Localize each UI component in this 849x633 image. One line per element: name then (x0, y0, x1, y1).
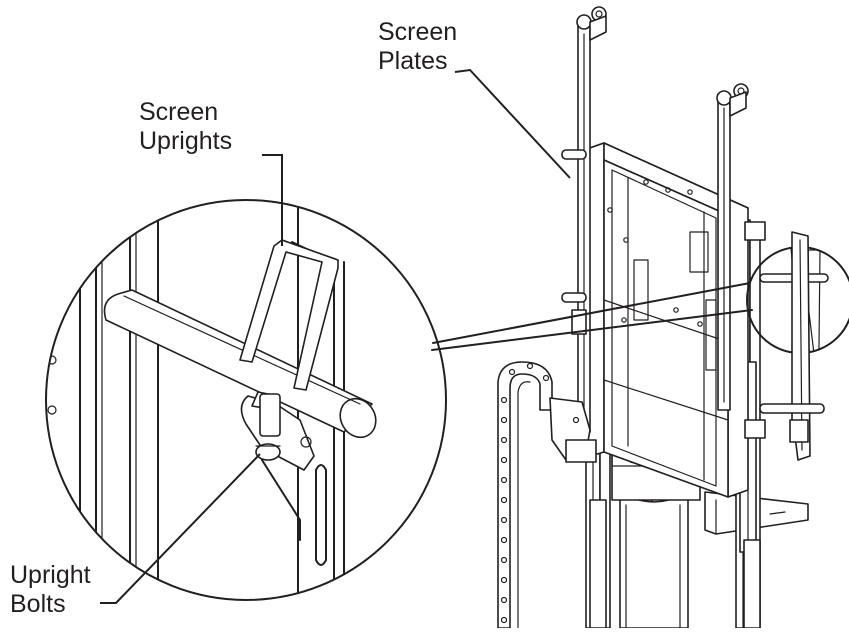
side-bracket (759, 231, 825, 461)
label-screen-uprights-line2: Uprights (139, 127, 233, 155)
leader-screen-uprights (262, 154, 283, 246)
leader-screen-plates (454, 68, 571, 179)
left-pin-bottom (561, 292, 587, 303)
label-screen-uprights: Screen Uprights (139, 98, 232, 156)
screen-plate (603, 159, 729, 498)
left-pin-top (561, 149, 587, 160)
label-upright-bolts: Upright Bolts (10, 561, 91, 619)
cable-chain (497, 361, 597, 629)
screen-upright-v (239, 239, 339, 391)
callout-line-top (432, 282, 751, 344)
right-bracket-bottom (744, 419, 766, 439)
label-screen-plates-line1: Screen (378, 18, 458, 46)
right-arm-roller-a (716, 90, 732, 106)
chain-mount (565, 439, 597, 463)
label-upright-bolts-line2: Bolts (10, 590, 66, 618)
rod-end-cap (339, 397, 377, 439)
upright-bolt-head (255, 443, 281, 461)
label-screen-plates: Screen Plates (378, 18, 457, 76)
callout-line-bottom (431, 309, 753, 351)
right-bracket-top (744, 221, 766, 241)
label-screen-plates-line2: Plates (378, 47, 448, 75)
right-arm-bracket (729, 91, 747, 117)
label-upright-bolts-line1: Upright (10, 561, 91, 589)
label-screen-uprights-line1: Screen (139, 98, 219, 126)
leader-upright-bolts (100, 453, 261, 604)
left-arm-roller-a (576, 14, 592, 30)
upright-bolt (259, 393, 281, 437)
detail-circle (45, 199, 829, 601)
lift-assembly (497, 6, 809, 629)
left-arm-bracket (589, 15, 607, 41)
